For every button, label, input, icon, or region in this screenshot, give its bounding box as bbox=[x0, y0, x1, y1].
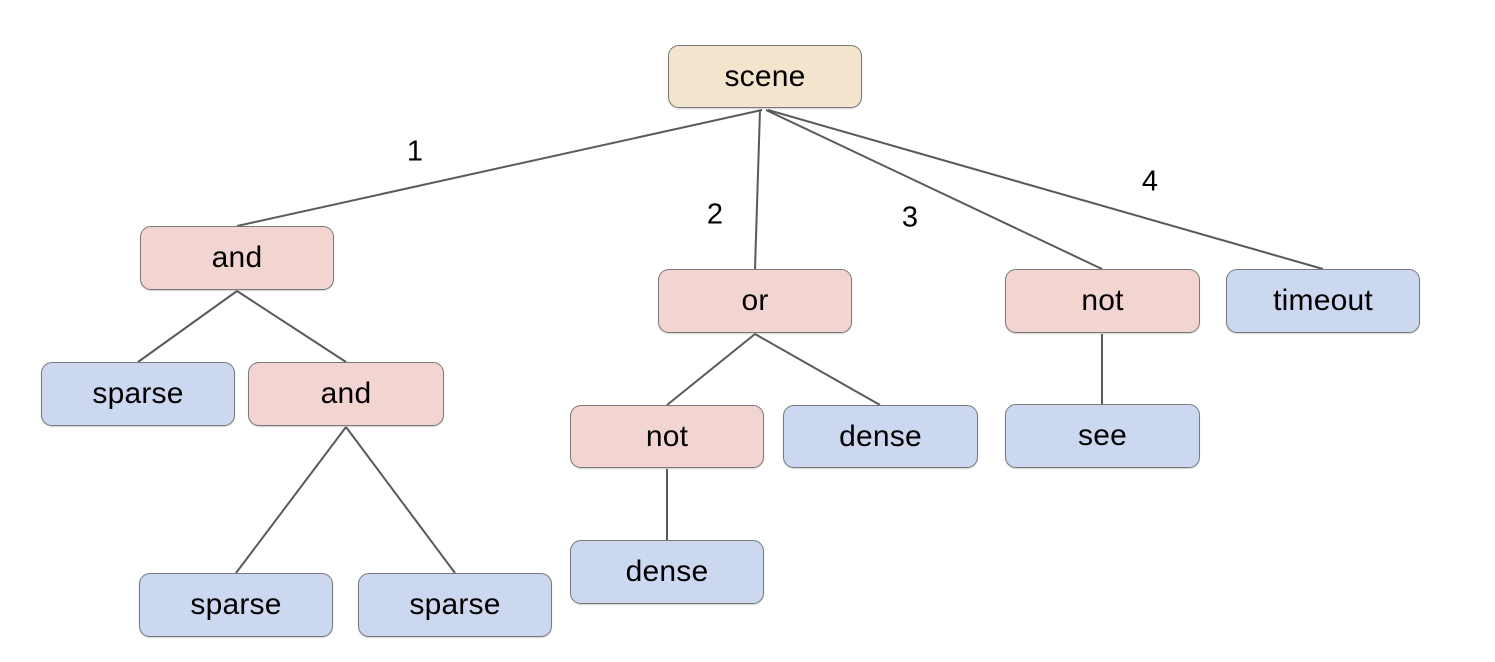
tree-edge bbox=[754, 333, 881, 406]
edge-label: 1 bbox=[406, 135, 424, 168]
tree-node-label: not bbox=[645, 419, 689, 453]
tree-edge bbox=[236, 109, 763, 227]
edge-label: 4 bbox=[1141, 165, 1159, 198]
edge-label: 2 bbox=[706, 198, 724, 231]
tree-node-sparse3[interactable]: sparse bbox=[358, 573, 552, 637]
tree-node-and2[interactable]: and bbox=[248, 362, 444, 426]
tree-node-timeout1[interactable]: timeout bbox=[1226, 269, 1420, 333]
tree-node-label: sparse bbox=[92, 377, 184, 410]
tree-node-label: or bbox=[741, 284, 769, 317]
tree-node-label: see bbox=[1078, 419, 1127, 452]
tree-node-label: dense bbox=[839, 419, 922, 453]
tree-node-and1[interactable]: and bbox=[140, 226, 334, 290]
tree-edge bbox=[754, 109, 761, 270]
tree-edge bbox=[767, 109, 1324, 270]
tree-node-label: and bbox=[320, 377, 372, 410]
tree-edge bbox=[765, 109, 1103, 270]
tree-node-label: scene bbox=[724, 59, 806, 93]
tree-node-not2[interactable]: not bbox=[1005, 269, 1200, 333]
tree-node-dense2[interactable]: dense bbox=[570, 540, 764, 604]
tree-edge bbox=[236, 290, 347, 363]
tree-node-label: timeout bbox=[1273, 284, 1373, 317]
tree-node-dense1[interactable]: dense bbox=[783, 405, 978, 468]
tree-node-label: dense bbox=[625, 555, 709, 588]
tree-edge bbox=[137, 290, 238, 363]
tree-node-scene[interactable]: scene bbox=[668, 45, 862, 108]
tree-node-see1[interactable]: see bbox=[1005, 404, 1200, 468]
tree-node-not1[interactable]: not bbox=[570, 405, 764, 468]
tree-node-label: and bbox=[211, 241, 263, 274]
tree-node-sparse2[interactable]: sparse bbox=[139, 573, 333, 637]
tree-edge bbox=[666, 333, 756, 406]
tree-node-label: sparse bbox=[409, 588, 501, 621]
tree-edge bbox=[345, 426, 456, 574]
tree-node-or1[interactable]: or bbox=[658, 269, 852, 333]
tree-node-label: not bbox=[1081, 284, 1124, 317]
tree-node-label: sparse bbox=[190, 588, 282, 621]
tree-node-sparse1[interactable]: sparse bbox=[41, 362, 235, 426]
tree-edge bbox=[235, 426, 347, 574]
edge-label: 3 bbox=[901, 201, 919, 234]
